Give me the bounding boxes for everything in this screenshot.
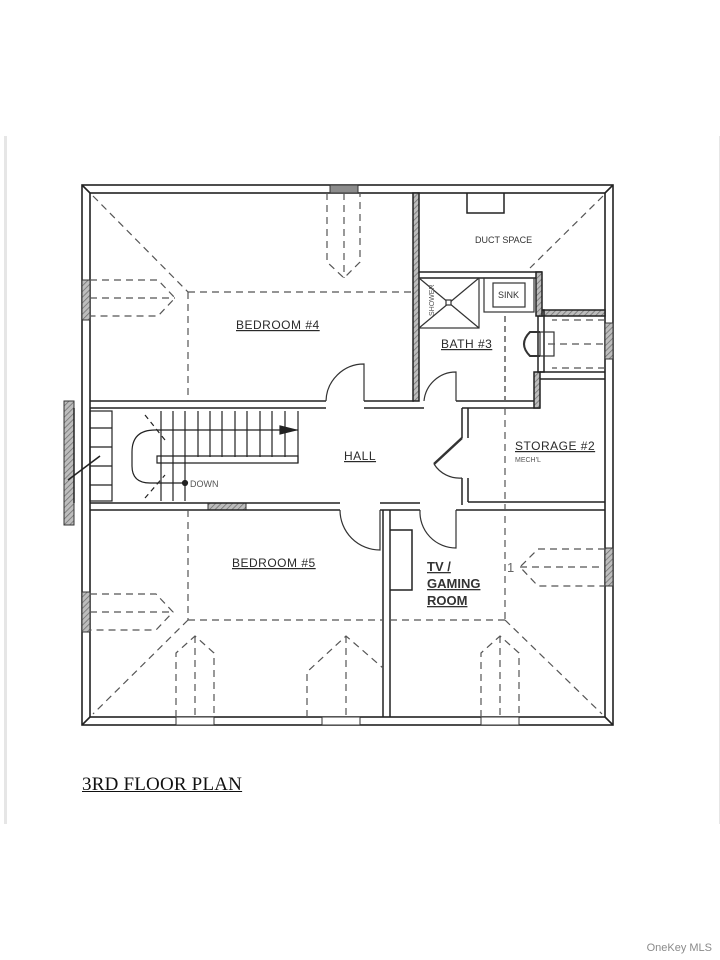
shower-label: SHOWER (429, 285, 436, 317)
drawing-sheet (4, 136, 720, 824)
room-label-tv-line3: ROOM (427, 593, 467, 608)
watermark: OneKey MLS (646, 942, 712, 954)
sink-label: SINK (498, 290, 519, 300)
stair-down-label: DOWN (190, 479, 219, 489)
interior-walls (73, 192, 606, 717)
room-label-storage-2: STORAGE #2 (515, 439, 595, 453)
room-label-hall: HALL (344, 449, 376, 463)
room-label-bedroom-5: BEDROOM #5 (232, 556, 316, 570)
storage-2-note: MECH'L (515, 457, 541, 464)
room-label-duct-space: DUCT SPACE (475, 235, 532, 245)
room-label-bedroom-4: BEDROOM #4 (236, 318, 320, 332)
room-label-bath-3: BATH #3 (441, 337, 492, 351)
windows (63, 184, 614, 726)
staircase (67, 410, 299, 502)
room-label-tv-line2: GAMING (427, 576, 480, 591)
plan-title: 3RD FLOOR PLAN (82, 774, 243, 795)
dormer-marker-number: 1 (507, 560, 514, 575)
room-label-tv-line1: TV / (427, 559, 451, 574)
doors (325, 363, 463, 551)
bath-fixtures (418, 277, 555, 400)
roof-overhead-lines (90, 193, 605, 717)
